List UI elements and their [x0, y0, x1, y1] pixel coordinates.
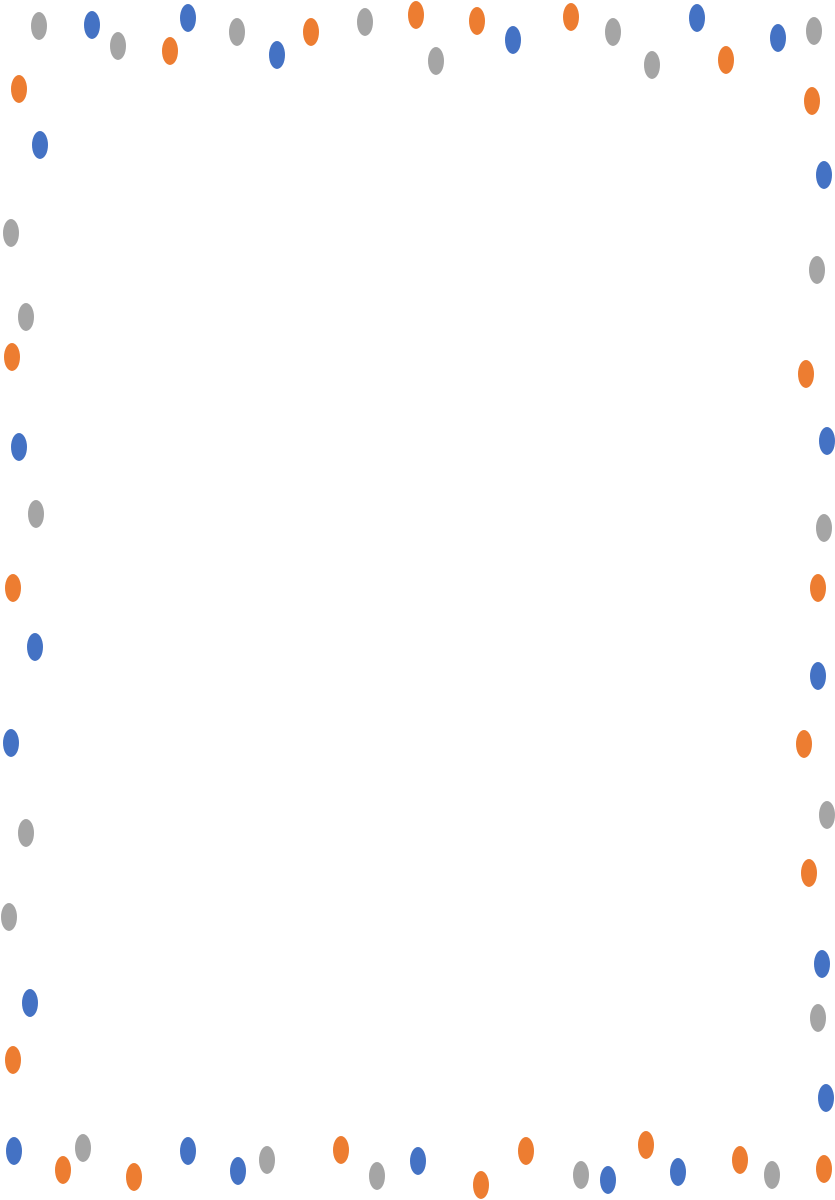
- gray-confetti-dot: [816, 514, 832, 542]
- orange-confetti-dot: [408, 1, 424, 29]
- blank-content-area: [60, 90, 775, 1120]
- gray-confetti-dot: [3, 219, 19, 247]
- blue-confetti-dot: [689, 4, 705, 32]
- orange-confetti-dot: [798, 360, 814, 388]
- gray-confetti-dot: [31, 12, 47, 40]
- gray-confetti-dot: [357, 8, 373, 36]
- orange-confetti-dot: [563, 3, 579, 31]
- blue-confetti-dot: [505, 26, 521, 54]
- orange-confetti-dot: [5, 1046, 21, 1074]
- blue-confetti-dot: [670, 1158, 686, 1186]
- orange-confetti-dot: [816, 1155, 832, 1183]
- blue-confetti-dot: [770, 24, 786, 52]
- gray-confetti-dot: [810, 1004, 826, 1032]
- orange-confetti-dot: [469, 7, 485, 35]
- orange-confetti-dot: [718, 46, 734, 74]
- blue-confetti-dot: [3, 729, 19, 757]
- gray-confetti-dot: [809, 256, 825, 284]
- blue-confetti-dot: [600, 1166, 616, 1194]
- gray-confetti-dot: [229, 18, 245, 46]
- blue-confetti-dot: [84, 11, 100, 39]
- orange-confetti-dot: [801, 859, 817, 887]
- orange-confetti-dot: [126, 1163, 142, 1191]
- gray-confetti-dot: [644, 51, 660, 79]
- blue-confetti-dot: [410, 1147, 426, 1175]
- blue-confetti-dot: [230, 1157, 246, 1185]
- gray-confetti-dot: [764, 1161, 780, 1189]
- blue-confetti-dot: [814, 950, 830, 978]
- blue-confetti-dot: [180, 4, 196, 32]
- gray-confetti-dot: [819, 801, 835, 829]
- gray-confetti-dot: [428, 47, 444, 75]
- orange-confetti-dot: [638, 1131, 654, 1159]
- blue-confetti-dot: [32, 131, 48, 159]
- blue-confetti-dot: [810, 662, 826, 690]
- gray-confetti-dot: [369, 1162, 385, 1190]
- orange-confetti-dot: [4, 343, 20, 371]
- blue-confetti-dot: [819, 427, 835, 455]
- gray-confetti-dot: [605, 18, 621, 46]
- blue-confetti-dot: [22, 989, 38, 1017]
- orange-confetti-dot: [804, 87, 820, 115]
- orange-confetti-dot: [732, 1146, 748, 1174]
- gray-confetti-dot: [110, 32, 126, 60]
- orange-confetti-dot: [55, 1156, 71, 1184]
- gray-confetti-dot: [18, 819, 34, 847]
- gray-confetti-dot: [28, 500, 44, 528]
- gray-confetti-dot: [573, 1161, 589, 1189]
- gray-confetti-dot: [18, 303, 34, 331]
- orange-confetti-dot: [5, 574, 21, 602]
- orange-confetti-dot: [303, 18, 319, 46]
- orange-confetti-dot: [333, 1136, 349, 1164]
- orange-confetti-dot: [162, 37, 178, 65]
- orange-confetti-dot: [518, 1137, 534, 1165]
- blue-confetti-dot: [816, 161, 832, 189]
- gray-confetti-dot: [806, 17, 822, 45]
- blue-confetti-dot: [269, 41, 285, 69]
- blue-confetti-dot: [11, 433, 27, 461]
- orange-confetti-dot: [11, 75, 27, 103]
- gray-confetti-dot: [75, 1134, 91, 1162]
- gray-confetti-dot: [259, 1146, 275, 1174]
- gray-confetti-dot: [1, 903, 17, 931]
- blue-confetti-dot: [6, 1137, 22, 1165]
- orange-confetti-dot: [473, 1171, 489, 1199]
- orange-confetti-dot: [810, 574, 826, 602]
- orange-confetti-dot: [796, 730, 812, 758]
- blue-confetti-dot: [818, 1084, 834, 1112]
- blue-confetti-dot: [180, 1137, 196, 1165]
- blue-confetti-dot: [27, 633, 43, 661]
